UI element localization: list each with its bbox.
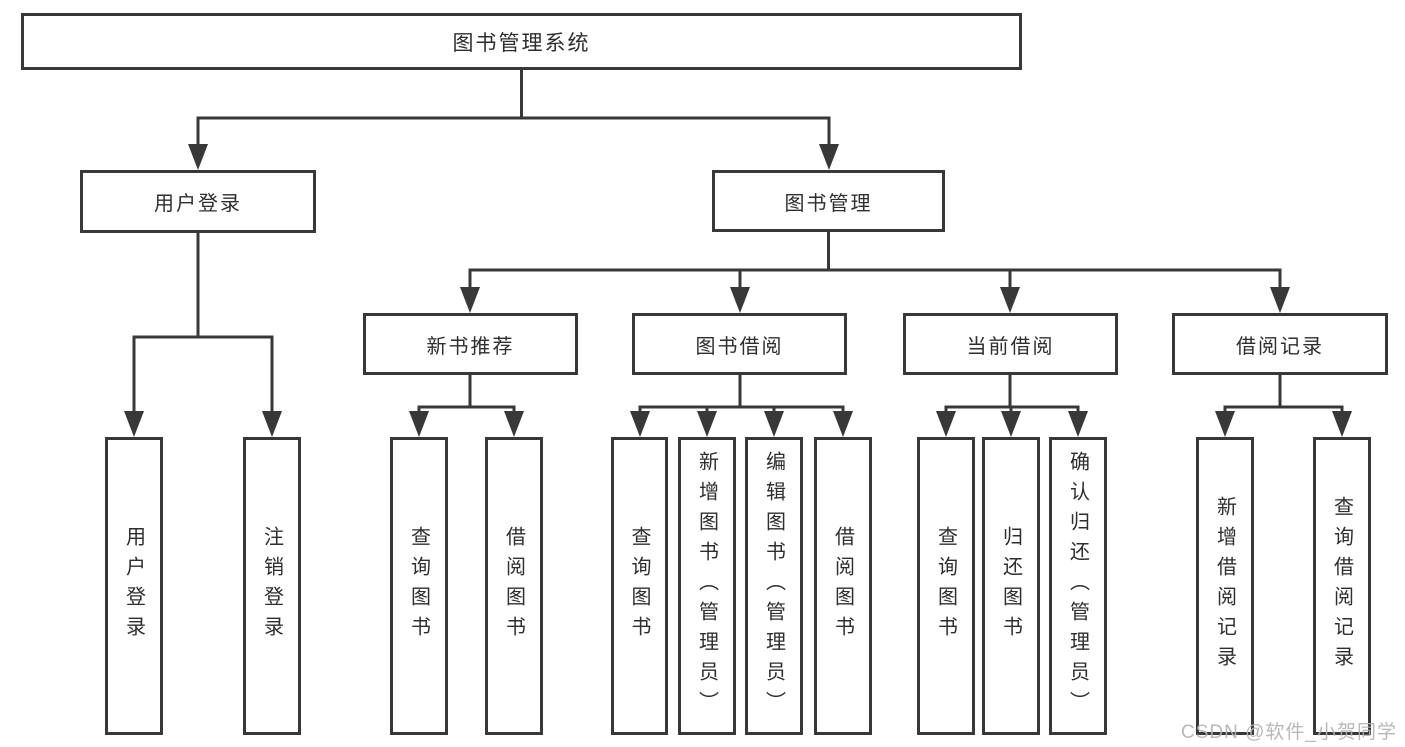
leaf-borrow-books-recommend: 借阅图书 [485,437,543,735]
leaf-logout: 注销登录 [243,437,301,735]
node-book-borrowing: 图书借阅 [632,313,847,375]
node-current-borrowing: 当前借阅 [903,313,1118,375]
node-user-login: 用户登录 [80,170,316,233]
leaf-query-borrow-record: 查询借阅记录 [1313,437,1371,735]
leaf-query-books-borrow: 查询图书 [611,437,668,735]
leaf-query-books-current: 查询图书 [917,437,975,735]
leaf-add-books-admin: 新增图书（管理员） [678,437,736,735]
leaf-add-borrow-record: 新增借阅记录 [1196,437,1254,735]
node-new-book-recommendation: 新书推荐 [363,313,578,375]
leaf-user-login: 用户登录 [105,437,163,735]
leaf-borrow-books: 借阅图书 [814,437,872,735]
leaf-query-books-recommend: 查询图书 [390,437,448,735]
node-library-management-system: 图书管理系统 [21,13,1022,70]
leaf-confirm-return-admin: 确认归还（管理员） [1049,437,1107,735]
node-book-management: 图书管理 [712,170,945,232]
leaf-edit-books-admin: 编辑图书（管理员） [745,437,803,735]
node-borrowing-records: 借阅记录 [1172,313,1388,375]
leaf-return-books: 归还图书 [982,437,1040,735]
csdn-watermark: CSDN @软件_小贺同学 [1181,722,1397,743]
